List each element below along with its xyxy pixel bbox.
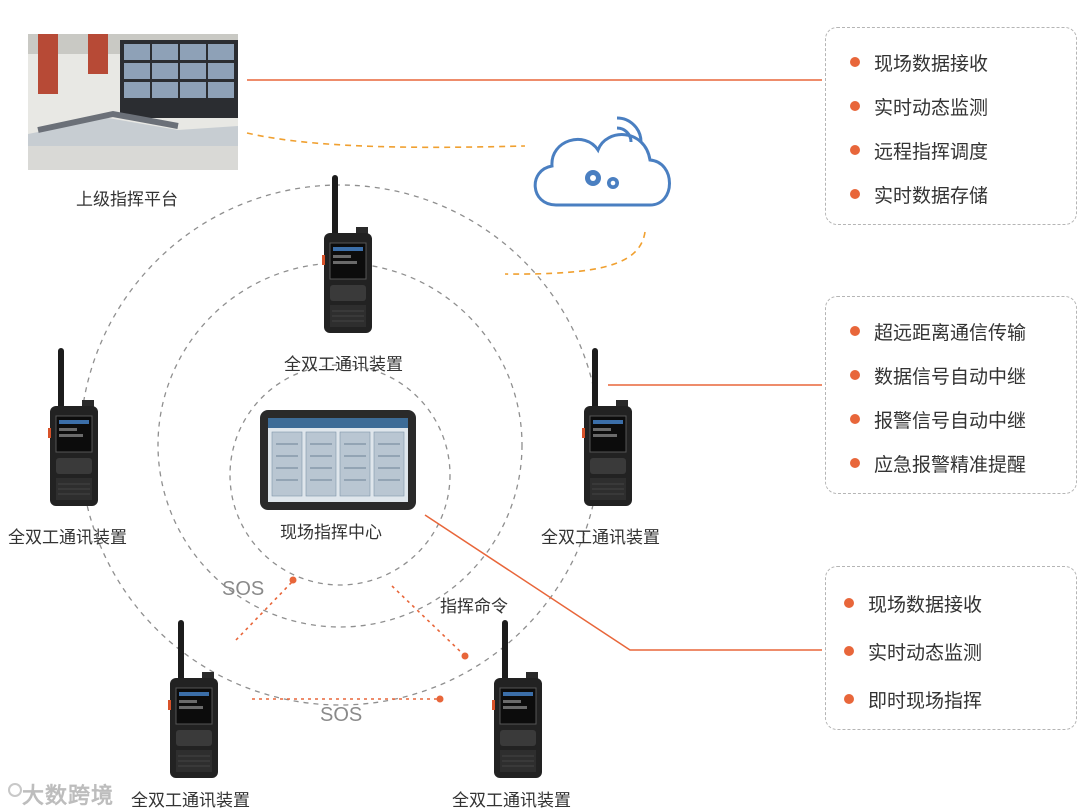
list-item: 实时数据存储 [850,172,1076,216]
radio-top-image [322,175,372,333]
sos-label-2: SOS [320,704,363,726]
device-features-panel: 超远距离通信传输 数据信号自动中继 报警信号自动中继 应急报警精准提醒 [825,296,1077,494]
platform-features-panel: 现场数据接收 实时动态监测 远程指挥调度 实时数据存储 [825,27,1077,225]
middle-circle [157,262,523,628]
inner-circle [229,364,451,586]
center-connector [424,514,822,651]
list-item: 实时动态监测 [850,84,1076,128]
platform-cloud-link [246,132,526,149]
radio-bottom-left-image [168,620,218,778]
list-item: 超远距离通信传输 [850,309,1076,353]
bullet-dot [850,57,860,67]
list-item: 现场数据接收 [850,40,1076,84]
device-right-label: 全双工通讯装置 [541,528,660,548]
bullet-dot [850,370,860,380]
device-top-label: 全双工通讯装置 [284,355,403,375]
list-item: 应急报警精准提醒 [850,441,1076,485]
watermark-icon [8,783,22,797]
bullet-dot [844,598,854,608]
bullet-dot [850,101,860,111]
list-item: 现场数据接收 [844,579,1076,627]
command-platform-image [28,34,238,170]
bullet-dot [844,694,854,704]
command-label: 指挥命令 [440,597,508,617]
radio-bottom-right-image [492,620,542,778]
device-left-label: 全双工通讯装置 [8,528,127,548]
cloud-icon [533,116,671,207]
radio-right-image [582,348,632,506]
bullet-dot [850,145,860,155]
device-bottom-left-label: 全双工通讯装置 [131,791,250,811]
command-arrow [391,585,465,656]
bullet-dot [850,458,860,468]
list-item: 即时现场指挥 [844,675,1076,723]
list-item: 数据信号自动中继 [850,353,1076,397]
list-item: 远程指挥调度 [850,128,1076,172]
bullet-dot [844,646,854,656]
list-item: 实时动态监测 [844,627,1076,675]
watermark: 大数跨境 [22,784,115,809]
sos-label-1: SOS [222,578,265,600]
tablet-image [260,410,416,510]
radio-left-image [48,348,98,506]
center-features-panel: 现场数据接收 实时动态监测 即时现场指挥 [825,566,1077,730]
platform-label: 上级指挥平台 [76,190,178,210]
center-label: 现场指挥中心 [280,523,382,543]
device-bottom-right-label: 全双工通讯装置 [452,791,571,811]
bullet-dot [850,326,860,336]
bullet-dot [850,414,860,424]
bullet-dot [850,189,860,199]
list-item: 报警信号自动中继 [850,397,1076,441]
cloud-device-link [504,231,646,275]
